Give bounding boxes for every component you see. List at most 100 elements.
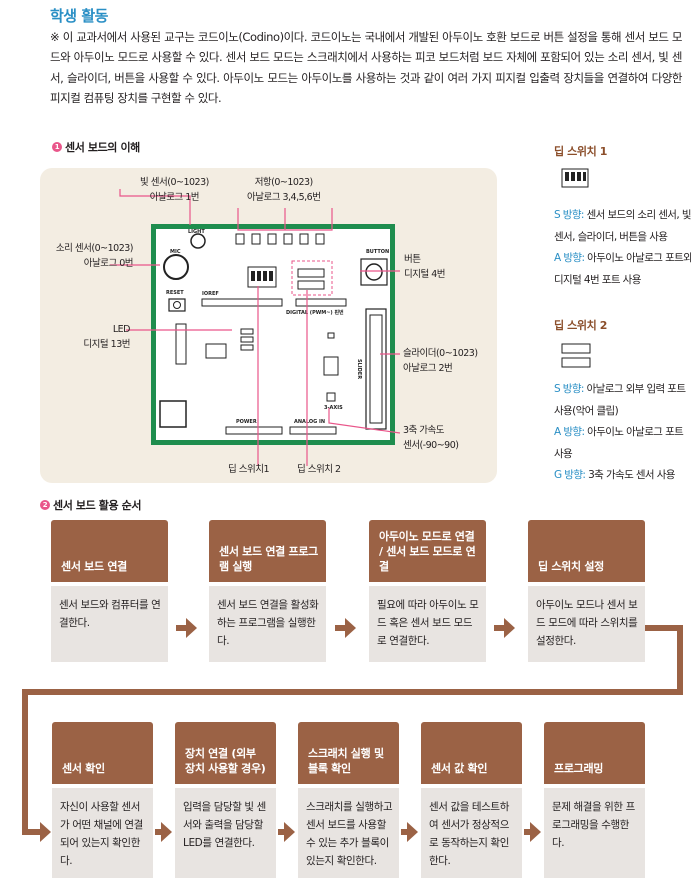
step-1-title: 센서 보드 연결 xyxy=(51,520,168,582)
step-9-body: 문제 해결을 위한 프로그래밍을 수행한다. xyxy=(544,788,645,878)
dip2-switch-svg xyxy=(561,343,591,368)
dip2-g-key: G 방향: xyxy=(554,469,586,481)
page-title: 학생 활동 xyxy=(50,7,108,25)
accel-label: 3축 가속도 센서(-90~90) xyxy=(403,423,459,453)
dip2-tip-title: 딥 스위치 2 xyxy=(554,319,607,332)
section1-number: 1 xyxy=(52,142,62,152)
arrow-7-8 xyxy=(401,822,418,842)
light-sensor-port: 아날로그 1번 xyxy=(149,192,200,203)
dip1-s-key: S 방향: xyxy=(554,209,584,221)
step-5-title: 센서 확인 xyxy=(52,722,153,784)
step-1: 센서 보드 연결 센서 보드와 컴퓨터를 연결한다. xyxy=(51,520,168,662)
step-9: 프로그래밍 문제 해결을 위한 프로그래밍을 수행한다. xyxy=(544,722,645,878)
step-2-body: 센서 보드 연결을 활성화하는 프로그램을 실행한다. xyxy=(209,586,326,662)
step-2: 센서 보드 연결 프로그램 실행 센서 보드 연결을 활성화하는 프로그램을 실… xyxy=(209,520,326,662)
light-sensor-label: 빛 센서(0~1023) 아날로그 1번 xyxy=(140,175,209,205)
dip2-tip-text: S 방향: 아날로그 외부 입력 포트 사용(악어 클립) A 방향: 아두이노… xyxy=(554,379,691,487)
button-name: 버튼 xyxy=(404,254,421,265)
step-2-title: 센서 보드 연결 프로그램 실행 xyxy=(209,520,326,582)
dip2-s-key: S 방향: xyxy=(554,383,584,395)
arrow-3-4 xyxy=(494,618,515,638)
board-drawing xyxy=(159,233,388,435)
connector-down-right xyxy=(677,625,683,695)
arrow-6-7 xyxy=(278,822,295,842)
accel-range: 센서(-90~90) xyxy=(403,440,459,451)
dip2-a-key: A 방향: xyxy=(554,426,585,438)
led-port: 디지털 13번 xyxy=(83,339,130,350)
board-label-mic: MIC xyxy=(170,249,181,255)
step-4: 딥 스위치 설정 아두이노 모드나 센서 보드 모드에 따라 스위치를 설정한다… xyxy=(528,520,645,662)
board-label-slider: SLIDER xyxy=(356,359,362,380)
dip2-a-text: 아두이노 아날로그 포트 사용 xyxy=(554,426,684,460)
section2-title: 센서 보드 활용 순서 xyxy=(53,499,142,512)
arrow-8-9 xyxy=(524,822,541,842)
button-port: 디지털 4번 xyxy=(404,269,446,280)
dip1-switch-icon xyxy=(554,163,594,195)
connector-right xyxy=(645,625,683,631)
step-3: 아두이노 모드로 연결 / 센서 보드 모드로 연결 필요에 따라 아두이노 모… xyxy=(369,520,486,662)
intro-paragraph: ※ 이 교과서에서 사용된 교구는 코드이노(Codino)이다. 코드이노는 … xyxy=(50,30,682,105)
step-4-body: 아두이노 모드나 센서 보드 모드에 따라 스위치를 설정한다. xyxy=(528,586,645,662)
arrow-into-row2 xyxy=(22,822,51,842)
button-label: 버튼 디지털 4번 xyxy=(404,252,446,282)
dip1-tip-text: S 방향: 센서 보드의 소리 센서, 빛 센서, 슬라이더, 버튼을 사용 A… xyxy=(554,205,691,291)
light-sensor-range: 빛 센서(0~1023) xyxy=(140,177,209,188)
sensor-board-image: LIGHT MIC RESET BUTTON SLIDER 3-AXIS POW… xyxy=(151,224,395,445)
dip2-switch-icon xyxy=(554,340,604,372)
led-label: LED 디지털 13번 xyxy=(60,322,130,352)
step-7-title: 스크래치 실행 및 블록 확인 xyxy=(298,722,399,784)
dip2-g-text: 3축 가속도 센서 사용 xyxy=(585,469,675,481)
step-5: 센서 확인 자신이 사용할 센서가 어떤 채널에 연결되어 있는지 확인한다. xyxy=(52,722,153,878)
dip1-switch-svg xyxy=(561,168,589,188)
dip-switch1-label: 딥 스위치1 xyxy=(228,464,270,475)
arrow-1-2 xyxy=(176,618,197,638)
arrow-2-3 xyxy=(335,618,356,638)
slider-range: 슬라이더(0~1023) xyxy=(403,348,478,359)
section1-title: 센서 보드의 이해 xyxy=(65,141,140,154)
dip1-tip-title: 딥 스위치 1 xyxy=(554,145,607,158)
sound-sensor-label: 소리 센서(0~1023) 아날로그 0번 xyxy=(48,241,134,271)
dip1-s-text: 센서 보드의 소리 센서, 빛 센서, 슬라이더, 버튼을 사용 xyxy=(554,209,691,243)
board-label-light: LIGHT xyxy=(188,229,205,235)
board-label-button: BUTTON xyxy=(366,249,390,255)
step-5-body: 자신이 사용할 센서가 어떤 채널에 연결되어 있는지 확인한다. xyxy=(52,788,153,878)
step-3-title: 아두이노 모드로 연결 / 센서 보드 모드로 연결 xyxy=(369,520,486,582)
board-label-axis: 3-AXIS xyxy=(324,405,343,411)
sound-sensor-port: 아날로그 0번 xyxy=(83,258,134,269)
board-label-digital: DIGITAL (PWM~) 핀번 xyxy=(286,310,344,316)
section2-heading: 2 센서 보드 활용 순서 xyxy=(40,497,141,513)
step-6-title: 장치 연결 (외부 장치 사용할 경우) xyxy=(175,722,276,784)
section1-heading: 1 센서 보드의 이해 xyxy=(52,139,140,155)
connector-across xyxy=(22,689,683,695)
board-label-reset: RESET xyxy=(166,290,184,296)
step-9-title: 프로그래밍 xyxy=(544,722,645,784)
arrow-5-6 xyxy=(155,822,172,842)
section2-number: 2 xyxy=(40,500,50,510)
slider-port: 아날로그 2번 xyxy=(403,363,453,374)
accel-name: 3축 가속도 xyxy=(403,425,445,436)
step-3-body: 필요에 따라 아두이노 모드 혹은 센서 보드 모드로 연결한다. xyxy=(369,586,486,662)
step-6: 장치 연결 (외부 장치 사용할 경우) 입력을 담당할 빛 센서와 출력을 담… xyxy=(175,722,276,878)
dip1-a-key: A 방향: xyxy=(554,252,585,264)
dip1-a-text: 아두이노 아날로그 포트와 디지털 4번 포트 사용 xyxy=(554,252,691,286)
dip2-s-text: 아날로그 외부 입력 포트 사용(악어 클립) xyxy=(554,383,686,417)
resistance-port: 아날로그 3,4,5,6번 xyxy=(247,192,321,203)
sound-sensor-range: 소리 센서(0~1023) xyxy=(55,243,134,254)
step-8-title: 센서 값 확인 xyxy=(421,722,522,784)
led-name: LED xyxy=(112,324,131,335)
step-4-title: 딥 스위치 설정 xyxy=(528,520,645,582)
step-7: 스크래치 실행 및 블록 확인 스크래치를 실행하고 센서 보드를 사용할 수 … xyxy=(298,722,399,878)
step-1-body: 센서 보드와 컴퓨터를 연결한다. xyxy=(51,586,168,662)
resistance-range: 저항(0~1023) xyxy=(254,177,314,188)
board-label-power: POWER xyxy=(236,419,257,425)
dip-switch2-label: 딥 스위치 2 xyxy=(297,464,341,475)
step-8: 센서 값 확인 센서 값을 테스트하여 센서가 정상적으로 동작하는지 확인한다… xyxy=(421,722,522,878)
connector-down-left xyxy=(22,689,28,832)
slider-label: 슬라이더(0~1023) 아날로그 2번 xyxy=(403,346,478,376)
board-label-io: IOREF xyxy=(202,291,219,297)
resistance-label: 저항(0~1023) 아날로그 3,4,5,6번 xyxy=(247,175,321,205)
step-6-body: 입력을 담당할 빛 센서와 출력을 담당할 LED를 연결한다. xyxy=(175,788,276,878)
step-8-body: 센서 값을 테스트하여 센서가 정상적으로 동작하는지 확인한다. xyxy=(421,788,522,878)
step-7-body: 스크래치를 실행하고 센서 보드를 사용할 수 있는 추가 블록이 있는지 확인… xyxy=(298,788,399,878)
